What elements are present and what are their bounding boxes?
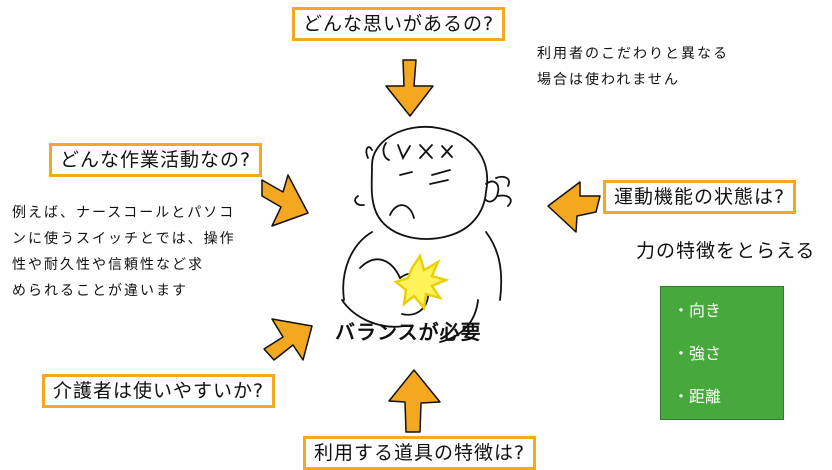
question-box-tool: 利用する道具の特徴は? [303,436,537,470]
note-preference-line: 場合は使われません [537,72,680,88]
question-box-activity: どんな作業活動なの? [49,143,263,177]
note-preference: 利用者のこだわりと異なる 場合は使われません [537,41,729,93]
arrow-down-top-icon [385,59,434,117]
arrow-upright-bottomleft-icon [263,318,313,361]
arrow-right-left-icon [261,174,309,227]
question-box-motor-function: 運動機能の状態は? [603,180,797,214]
force-item-strength: ・強さ [673,344,722,363]
impact-burst-icon [393,253,450,311]
arrow-up-bottom-icon [388,369,441,433]
force-heading: 力の特徴をとらえる [636,240,816,262]
question-caregiver-text: 介護者は使いやすいか? [53,380,265,402]
note-example-line: 性や耐久性や信頼性など求 [12,257,204,273]
question-feelings-text: どんな思いがあるの? [303,13,495,35]
note-example-line: 例えば、ナースコールとパソコ [12,205,236,221]
question-activity-text: どんな作業活動なの? [60,149,252,171]
question-tool-text: 利用する道具の特徴は? [314,442,526,464]
person-figure [341,126,512,343]
note-preference-line: 利用者のこだわりと異なる [537,46,729,62]
arrow-left-right-icon [547,181,601,233]
question-motor-function-text: 運動機能の状態は? [614,186,786,208]
force-item-distance: ・距離 [673,387,722,406]
force-list-panel: ・向き ・強さ ・距離 [660,286,784,420]
balance-label: バランスが必要 [335,320,482,344]
note-example-line: められることが違います [12,283,188,299]
question-box-feelings: どんな思いがあるの? [292,7,506,41]
force-item-direction: ・向き [673,301,722,320]
question-box-caregiver: 介護者は使いやすいか? [42,374,276,408]
note-example: 例えば、ナースコールとパソコ ンに使うスイッチとでは、操作 性や耐久性や信頼性な… [12,200,267,304]
note-example-line: ンに使うスイッチとでは、操作 [12,231,236,247]
